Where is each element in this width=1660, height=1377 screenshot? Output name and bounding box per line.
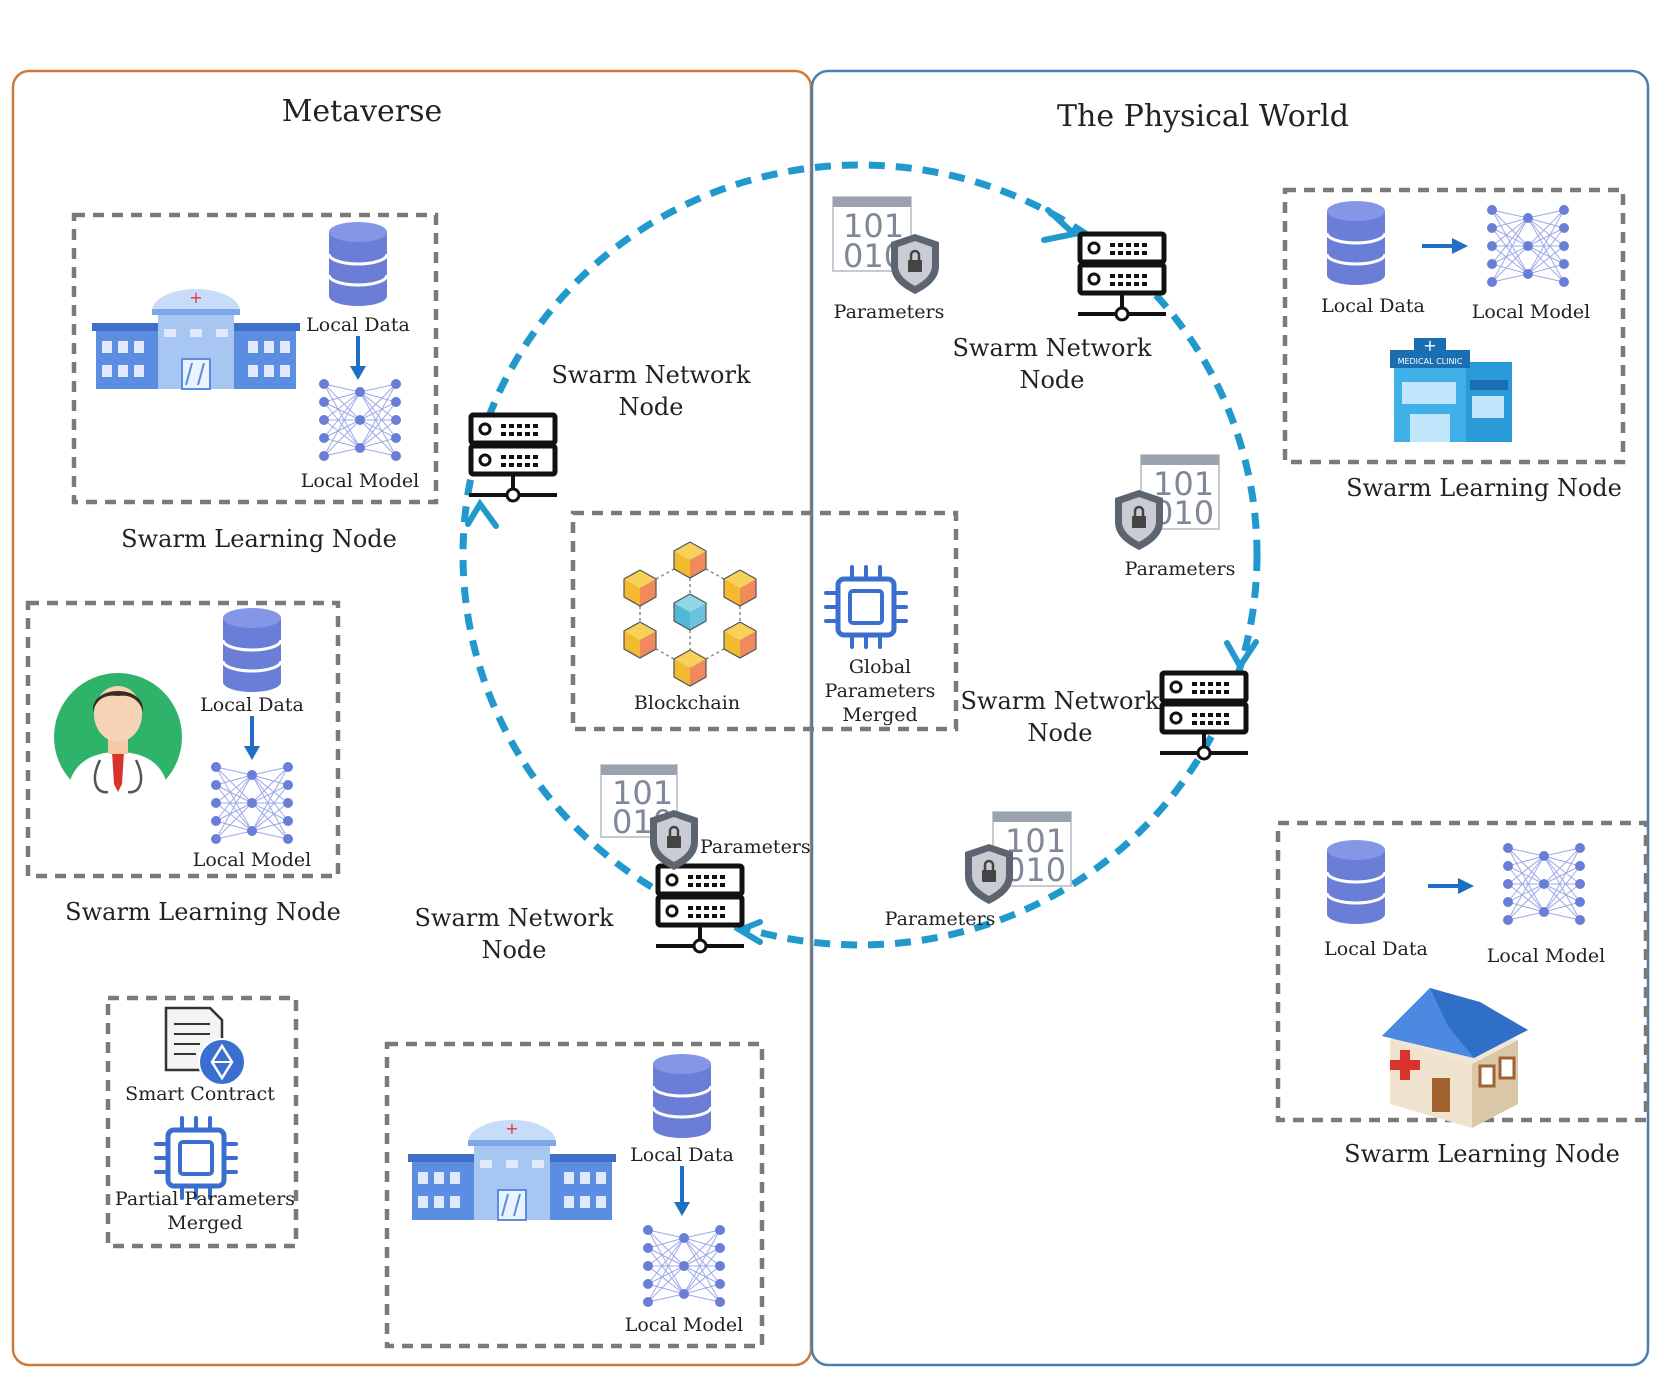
parameters-icon: 101 010 <box>1113 454 1220 552</box>
physical-world-region <box>810 69 1650 1367</box>
server-icon <box>469 415 557 501</box>
local-model-label: Local Model <box>301 470 420 492</box>
binary-digits-line2: 010 <box>1005 851 1066 889</box>
swarm-learning-node-label: Swarm Learning Node <box>65 898 341 926</box>
local-model-label: Local Model <box>193 849 312 871</box>
smart-contract-icon <box>164 1006 246 1086</box>
partial-merged-label-line1: Partial Parameters <box>115 1188 295 1210</box>
swarm-network-node-label-line2: Node <box>481 936 546 964</box>
neural-network-icon <box>1502 842 1586 926</box>
svg-text:+: + <box>1423 336 1436 355</box>
swarm-ring <box>459 161 1261 949</box>
swarm-learning-node-label: Swarm Learning Node <box>1346 474 1622 502</box>
database-icon <box>651 1052 713 1140</box>
neural-network-icon <box>210 761 294 845</box>
arrow-down-icon <box>244 716 260 760</box>
metaverse-title: Metaverse <box>282 94 443 129</box>
swarm-learning-node-clinic: Local Data Local Model MEDICAL CLINIC + <box>1282 187 1626 465</box>
partial-merged-label-line2: Merged <box>167 1212 242 1234</box>
database-icon <box>1325 838 1387 926</box>
blockchain-label: Blockchain <box>634 692 740 714</box>
swarm-network-node-label-line1: Swarm Network <box>952 334 1151 362</box>
swarm-network-node-label-line2: Node <box>1019 366 1084 394</box>
local-model-label: Local Model <box>625 1314 744 1336</box>
parameters-icon: 101 010 <box>963 811 1072 906</box>
parameters-label: Parameters <box>885 908 996 930</box>
swarm-network-node-label-line1: Swarm Network <box>414 904 613 932</box>
clinic-sign-text: MEDICAL CLINIC <box>1398 357 1463 366</box>
swarm-network-node-label-line1: Swarm Network <box>960 687 1159 715</box>
smart-contract-label: Smart Contract <box>125 1083 275 1105</box>
parameters-icon: 101 010 <box>600 764 700 872</box>
database-icon <box>221 606 283 694</box>
local-data-label: Local Data <box>200 694 304 716</box>
local-model-label: Local Model <box>1472 301 1591 323</box>
local-model-label: Local Model <box>1487 945 1606 967</box>
local-data-label: Local Data <box>630 1144 734 1166</box>
neural-network-icon <box>318 378 402 462</box>
clinic-icon: MEDICAL CLINIC + <box>1390 336 1512 442</box>
hospital-icon <box>91 287 301 390</box>
blockchain-icon <box>623 541 757 687</box>
arrow-right-icon <box>1428 878 1474 894</box>
server-icon <box>1160 673 1248 759</box>
swarm-learning-node-hospital-1: Local Data Local Model <box>71 212 439 505</box>
smart-contract-box: Smart Contract Partial Parameters Merged <box>105 995 299 1249</box>
ring-arrowheads <box>465 207 1259 945</box>
swarm-network-node-label-line2: Node <box>1027 719 1092 747</box>
chip-icon <box>156 1118 236 1198</box>
binary-digits-line1: 101 <box>1005 822 1066 860</box>
swarm-network-node-label-line2: Node <box>618 393 683 421</box>
hospital-icon <box>407 1118 617 1221</box>
doctor-avatar-icon <box>54 673 182 815</box>
physical-world-title: The Physical World <box>1057 99 1349 134</box>
server-icon <box>1078 234 1166 320</box>
binary-digits-line1: 101 <box>1153 465 1214 503</box>
global-merged-label-line2: Parameters <box>825 680 936 702</box>
server-icon <box>656 866 744 952</box>
binary-digits-line2: 010 <box>1153 494 1214 532</box>
swarm-learning-node-hospital-2: Local Data Local Model <box>384 1041 765 1349</box>
arrow-down-icon <box>674 1166 690 1216</box>
local-data-label: Local Data <box>306 314 410 336</box>
swarm-learning-node-doctor: Local Data Local Model <box>25 600 341 879</box>
binary-digits-line1: 101 <box>843 207 904 245</box>
house-clinic-icon <box>1382 988 1528 1128</box>
global-merged-label-line1: Global <box>849 656 911 678</box>
binary-digits-line1: 101 <box>612 774 673 812</box>
arrow-down-icon <box>350 336 366 380</box>
parameters-label: Parameters <box>834 301 945 323</box>
chip-icon <box>826 567 906 647</box>
local-data-label: Local Data <box>1324 938 1428 960</box>
parameters-label: Parameters <box>1125 558 1236 580</box>
database-icon <box>1325 199 1387 287</box>
parameters-icon: 101 010 <box>832 196 941 296</box>
swarm-learning-node-house: Local Data Local Model <box>1275 820 1649 1128</box>
neural-network-icon <box>642 1224 726 1308</box>
parameters-label: Parameters <box>700 836 811 858</box>
database-icon <box>327 220 389 308</box>
arrow-right-icon <box>1422 238 1468 254</box>
global-merged-label-line3: Merged <box>842 704 917 726</box>
swarm-learning-node-label: Swarm Learning Node <box>1344 1140 1620 1168</box>
swarm-network-node-label-line1: Swarm Network <box>551 361 750 389</box>
local-data-label: Local Data <box>1321 295 1425 317</box>
swarm-learning-node-label: Swarm Learning Node <box>121 525 397 553</box>
neural-network-icon <box>1486 204 1570 288</box>
blockchain-box: Blockchain Global Parameters Merged <box>570 510 959 732</box>
